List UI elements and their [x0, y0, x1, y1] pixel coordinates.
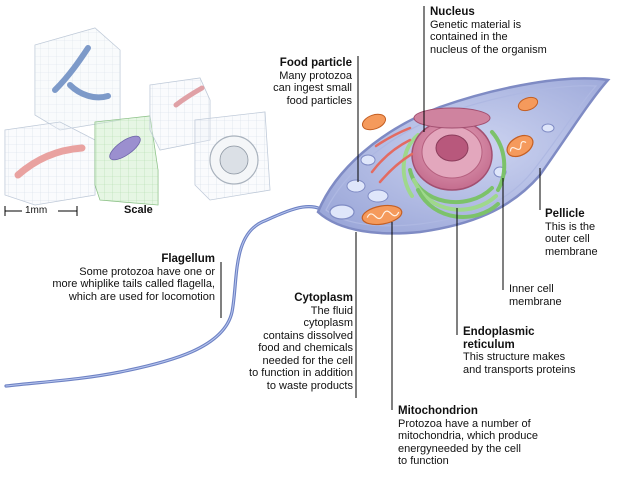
- label-inner-membrane: Inner cell membrane: [509, 283, 589, 308]
- flagellum-highlight: [5, 206, 331, 387]
- food-particle-title: Food particle: [279, 57, 352, 69]
- inset-organism-branch: [52, 45, 111, 101]
- scale-inset: [4, 27, 271, 216]
- endoplasmic-title: Endoplasmic reticulum: [463, 326, 535, 351]
- endoplasmic-reticulum: [401, 130, 507, 219]
- mitochondrion-2: [506, 134, 534, 158]
- inset-panel-3-tint: [95, 116, 158, 205]
- inner-membrane-body: Inner cell membrane: [509, 283, 562, 308]
- mitochondrion-body: Protozoa have a number of mitochondria, …: [398, 417, 539, 468]
- nucleus-body: Genetic material is contained in the nuc…: [430, 18, 547, 56]
- cytoplasm-strands: [370, 126, 414, 184]
- inset-organism-core: [219, 145, 249, 175]
- label-endoplasmic: Endoplasmic reticulum This structure mak…: [463, 326, 613, 376]
- mitochondrion-4: [517, 96, 539, 112]
- label-nucleus: Nucleus Genetic material is contained in…: [430, 6, 615, 56]
- food-vacuole-3: [367, 189, 389, 203]
- inset-panel-1-tint: [35, 28, 120, 130]
- mitochondrion-1: [361, 204, 403, 226]
- food-vacuole-2: [346, 179, 366, 193]
- food-vacuole-6: [541, 123, 555, 133]
- leader-lines: [220, 6, 541, 410]
- inner-membrane: [325, 85, 598, 227]
- inset-panel-2-tint: [5, 122, 95, 205]
- label-flagellum: Flagellum Some protozoa have one or more…: [5, 253, 215, 303]
- food-vacuole-4: [360, 154, 376, 166]
- endoplasmic-body: This structure makes and transports prot…: [463, 351, 576, 376]
- flagellum-title: Flagellum: [161, 253, 215, 265]
- pellicle-body: This is the outer cell membrane: [545, 220, 598, 258]
- inset-organism-protozoan: [109, 135, 141, 161]
- label-mitochondrion: Mitochondrion Protozoa have a number of …: [398, 405, 598, 468]
- mitochondrion-title: Mitochondrion: [398, 405, 478, 417]
- food-vacuole-1: [329, 204, 355, 220]
- inset-organism-small: [173, 85, 205, 108]
- nucleus-top: [413, 107, 491, 129]
- nucleolus: [435, 134, 469, 162]
- label-pellicle: Pellicle This is the outer cell membrane: [545, 208, 615, 258]
- inset-organism-worm: [14, 144, 86, 179]
- scale-title: Scale: [124, 204, 153, 216]
- label-food-particle: Food particle Many protozoa can ingest s…: [222, 57, 352, 107]
- pellicle-title: Pellicle: [545, 208, 585, 220]
- inset-panel-2: [4, 121, 96, 206]
- flagellum-body: Some protozoa have one or more whiplike …: [52, 265, 215, 303]
- label-cytoplasm: Cytoplasm The fluid cytoplasm contains d…: [223, 292, 353, 392]
- mitochondria: [361, 96, 539, 226]
- cytoplasm-body: The fluid cytoplasm contains dissolved f…: [249, 304, 353, 392]
- food-particle-body: Many protozoa can ingest small food part…: [273, 69, 352, 107]
- mitochondrion-3: [361, 113, 387, 131]
- scale-bar-label: 1mm: [25, 205, 48, 216]
- cytoplasm-title: Cytoplasm: [294, 292, 353, 304]
- nucleus-title: Nucleus: [430, 6, 475, 18]
